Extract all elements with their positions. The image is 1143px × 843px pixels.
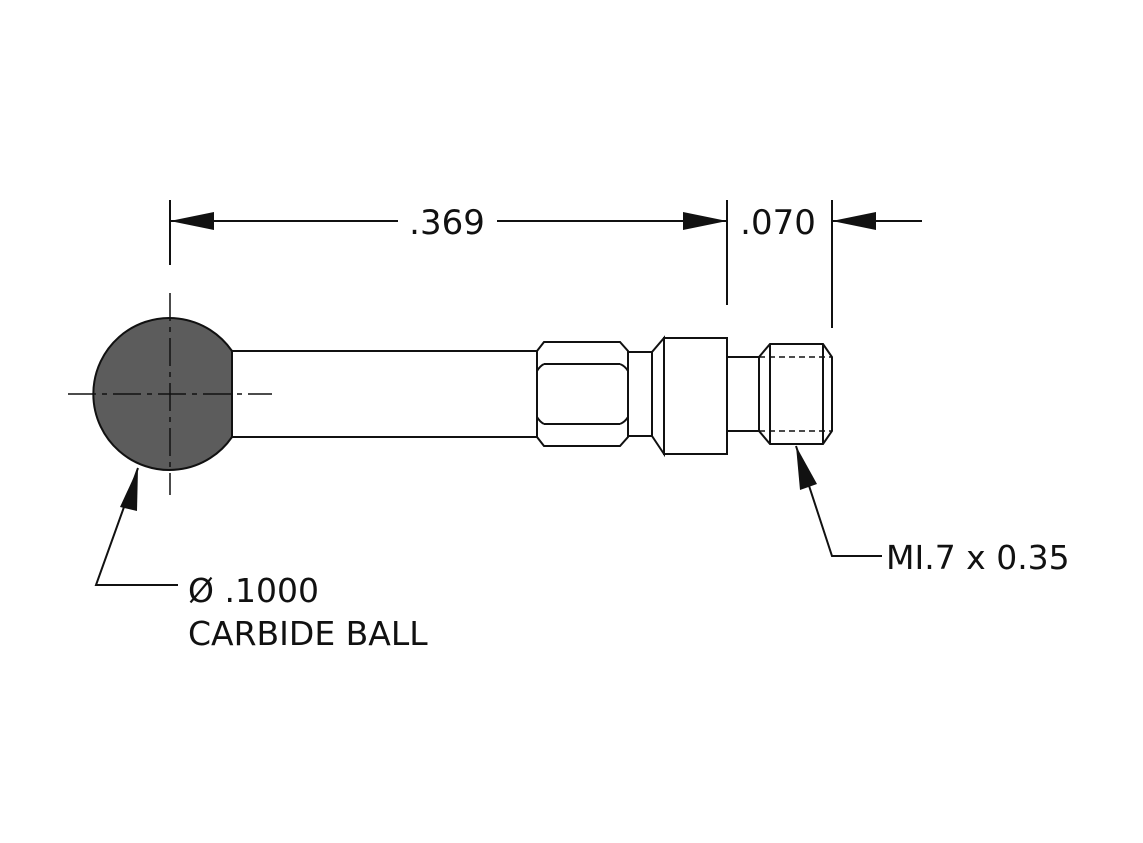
collar xyxy=(663,337,728,455)
leader-arrowhead-thread xyxy=(796,446,817,490)
carbide-ball xyxy=(68,293,272,495)
callout-ball-diameter: Ø .1000 xyxy=(188,571,319,610)
hex-flat-top xyxy=(536,363,629,372)
dimension-overall-length: .369 xyxy=(169,200,728,305)
arrowhead-left xyxy=(170,212,214,230)
dimension-label-overall-length: .369 xyxy=(409,203,485,243)
undercut xyxy=(726,356,760,432)
callout-ball-material: CARBIDE BALL xyxy=(188,614,428,653)
dimension-thread-length: .070 xyxy=(740,200,922,328)
thread-section xyxy=(726,343,833,445)
hex-flat-bottom xyxy=(536,416,629,425)
stylus-stem xyxy=(232,350,537,438)
leader-thread xyxy=(795,445,882,557)
neck xyxy=(627,351,653,437)
leader-ball xyxy=(94,467,178,586)
hex-outline xyxy=(536,341,629,447)
collar-section xyxy=(627,335,728,458)
leader-arrowhead-ball xyxy=(120,468,138,511)
collar-chamfer xyxy=(651,335,665,458)
arrowhead-right xyxy=(683,212,727,230)
leader-line-thread xyxy=(795,445,882,557)
hex-section xyxy=(536,341,629,447)
arrowhead-thread-right xyxy=(832,212,876,230)
dimension-label-thread-length: .070 xyxy=(740,203,816,243)
callout-thread-spec: MI.7 x 0.35 xyxy=(886,538,1070,577)
